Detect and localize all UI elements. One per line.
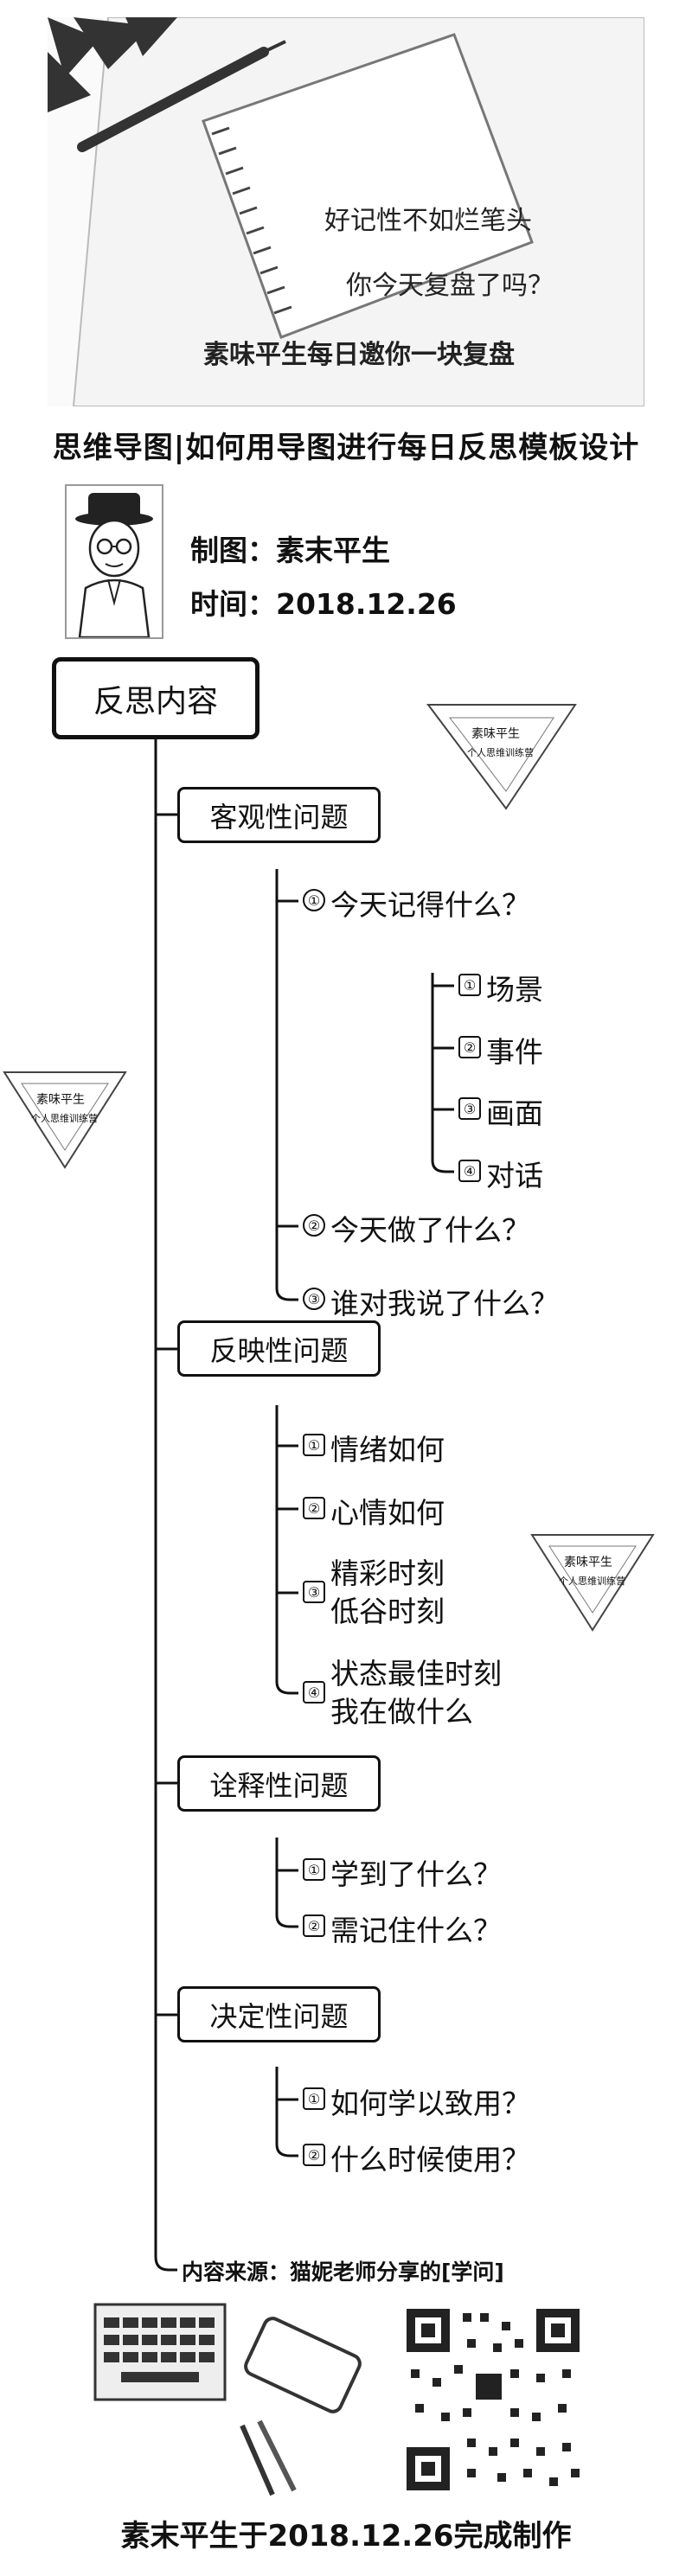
item-label: 今天做了什么？	[330, 1207, 530, 1249]
list-item: ① 今天记得什么？	[303, 882, 530, 924]
mindmap-root: 反思内容	[52, 657, 260, 739]
number-one-icon: ①	[458, 974, 481, 996]
list-item: ② 什么时候使用？	[303, 2137, 530, 2178]
list-item: ① 学到了什么？	[303, 1851, 502, 1893]
item-label: 今天记得什么？	[330, 882, 530, 924]
list-item: ③ 精彩时刻 低谷时刻	[303, 1555, 445, 1631]
keyboard-phone-drawing	[86, 2296, 381, 2508]
number-three-icon: ③	[303, 1581, 325, 1603]
stamp-slogan: 个人思维训练营	[559, 1574, 625, 1588]
footer-credit: 素末平生于2018.12.26完成制作	[0, 2512, 692, 2554]
branch-reflective: 反映性问题	[177, 1320, 381, 1377]
item-label: 情绪如何	[330, 1427, 445, 1468]
qr-code[interactable]	[398, 2300, 588, 2499]
list-item: ② 事件	[458, 1029, 543, 1071]
stamp-name: 素味平生	[36, 1090, 85, 1108]
number-two-icon: ②	[303, 1914, 325, 1937]
stamp-name: 素味平生	[471, 725, 520, 742]
number-three-icon: ③	[458, 1097, 481, 1120]
item-label: 对话	[486, 1153, 543, 1194]
desk-illustration	[86, 2296, 381, 2508]
item-label: 谁对我说了什么？	[330, 1281, 559, 1322]
number-two-icon: ②	[458, 1036, 481, 1058]
list-item: ② 需记住什么？	[303, 1908, 502, 1949]
item-label: 场景	[486, 967, 543, 1008]
list-item: ④ 对话	[458, 1153, 543, 1194]
item-label: 精彩时刻 低谷时刻	[330, 1555, 445, 1631]
list-item: ② 心情如何	[303, 1490, 445, 1531]
branch-interpretive: 诠释性问题	[177, 1755, 381, 1812]
item-label: 事件	[486, 1029, 543, 1071]
list-item: ① 场景	[458, 967, 543, 1008]
item-label: 心情如何	[330, 1490, 445, 1531]
item-label: 需记住什么？	[330, 1908, 502, 1949]
watermark-stamp: 素味平生 个人思维训练营	[528, 1531, 657, 1634]
number-one-icon: ①	[303, 2087, 325, 2110]
item-label: 画面	[486, 1090, 543, 1132]
list-item: ③ 谁对我说了什么？	[303, 1281, 559, 1322]
branch-objective: 客观性问题	[177, 787, 381, 843]
list-item: ② 今天做了什么？	[303, 1207, 530, 1249]
number-one-icon: ①	[303, 1434, 325, 1456]
number-three-icon: ③	[303, 1288, 325, 1310]
stamp-slogan: 个人思维训练营	[31, 1111, 98, 1125]
number-one-icon: ①	[303, 1858, 325, 1881]
number-two-icon: ②	[303, 1497, 325, 1519]
list-item: ① 情绪如何	[303, 1427, 445, 1468]
watermark-stamp: 素味平生 个人思维训练营	[0, 1068, 130, 1172]
watermark-stamp: 素味平生 个人思维训练营	[424, 700, 580, 813]
qr-code-drawing	[398, 2300, 588, 2499]
stamp-name: 素味平生	[564, 1553, 612, 1570]
number-two-icon: ②	[303, 2144, 325, 2166]
number-two-icon: ②	[303, 1214, 325, 1237]
list-item: ③ 画面	[458, 1090, 543, 1132]
item-label: 状态最佳时刻 我在做什么	[330, 1655, 502, 1731]
item-label: 什么时候使用？	[330, 2137, 530, 2178]
list-item: ④ 状态最佳时刻 我在做什么	[303, 1655, 502, 1731]
item-label: 如何学以致用？	[330, 2081, 530, 2122]
stamp-slogan: 个人思维训练营	[467, 745, 534, 759]
list-item: ① 如何学以致用？	[303, 2081, 530, 2122]
content-source: 内容来源：猫妮老师分享的[学问]	[182, 2255, 504, 2286]
branch-decisional: 决定性问题	[177, 1986, 381, 2042]
number-four-icon: ④	[458, 1160, 481, 1182]
number-four-icon: ④	[303, 1681, 325, 1703]
item-label: 学到了什么？	[330, 1851, 502, 1893]
number-one-icon: ①	[303, 889, 325, 911]
